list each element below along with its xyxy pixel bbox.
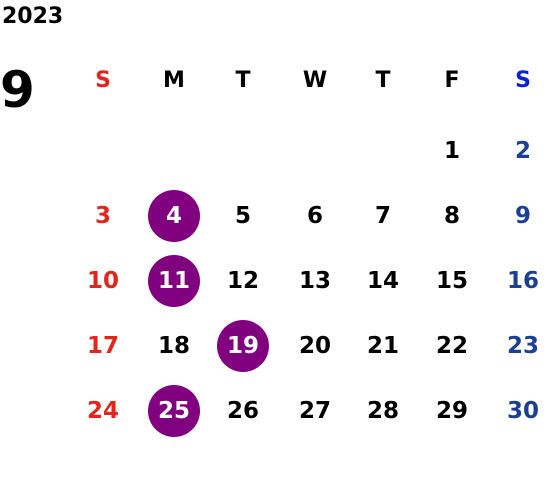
calendar-day[interactable]: 3 (94, 203, 111, 229)
weekday-header-tuesday: T (235, 68, 251, 93)
calendar-day[interactable]: 18 (157, 333, 190, 359)
weekday-header-saturday: S (515, 68, 531, 93)
calendar-day-highlighted[interactable]: 11 (148, 255, 200, 307)
calendar-day[interactable]: 7 (374, 203, 391, 229)
calendar-day[interactable]: 27 (298, 398, 331, 424)
calendar-day[interactable]: 29 (435, 398, 468, 424)
calendar-day[interactable]: 20 (298, 333, 331, 359)
calendar-day[interactable]: 30 (506, 398, 539, 424)
calendar-day[interactable]: 16 (506, 268, 539, 294)
weekday-header-monday: M (163, 68, 185, 93)
calendar-day-highlighted[interactable]: 4 (148, 190, 200, 242)
calendar-day[interactable]: 12 (226, 268, 259, 294)
weekday-header-thursday: T (375, 68, 391, 93)
calendar-day[interactable]: 21 (366, 333, 399, 359)
calendar-day[interactable]: 22 (435, 333, 468, 359)
calendar-day[interactable]: 13 (298, 268, 331, 294)
calendar-day[interactable]: 15 (435, 268, 468, 294)
calendar-day[interactable]: 17 (86, 333, 119, 359)
calendar-day[interactable]: 5 (234, 203, 251, 229)
calendar-day[interactable]: 8 (443, 203, 460, 229)
weekday-header-friday: F (444, 68, 460, 93)
calendar-day[interactable]: 26 (226, 398, 259, 424)
calendar-day[interactable]: 14 (366, 268, 399, 294)
calendar-day-highlighted[interactable]: 25 (148, 385, 200, 437)
weekday-header-wednesday: W (302, 68, 328, 93)
calendar-day[interactable]: 10 (86, 268, 119, 294)
calendar-day[interactable]: 1 (443, 138, 460, 164)
calendar-day[interactable]: 28 (366, 398, 399, 424)
calendar-day[interactable]: 9 (514, 203, 531, 229)
calendar-day[interactable]: 23 (506, 333, 539, 359)
calendar-day[interactable]: 6 (306, 203, 323, 229)
calendar-day-highlighted[interactable]: 19 (217, 320, 269, 372)
weekday-header-sunday: S (95, 68, 111, 93)
calendar-day[interactable]: 24 (86, 398, 119, 424)
calendar-year: 2023 (2, 4, 64, 29)
calendar-month: 9 (0, 61, 35, 119)
calendar-day[interactable]: 2 (514, 138, 531, 164)
